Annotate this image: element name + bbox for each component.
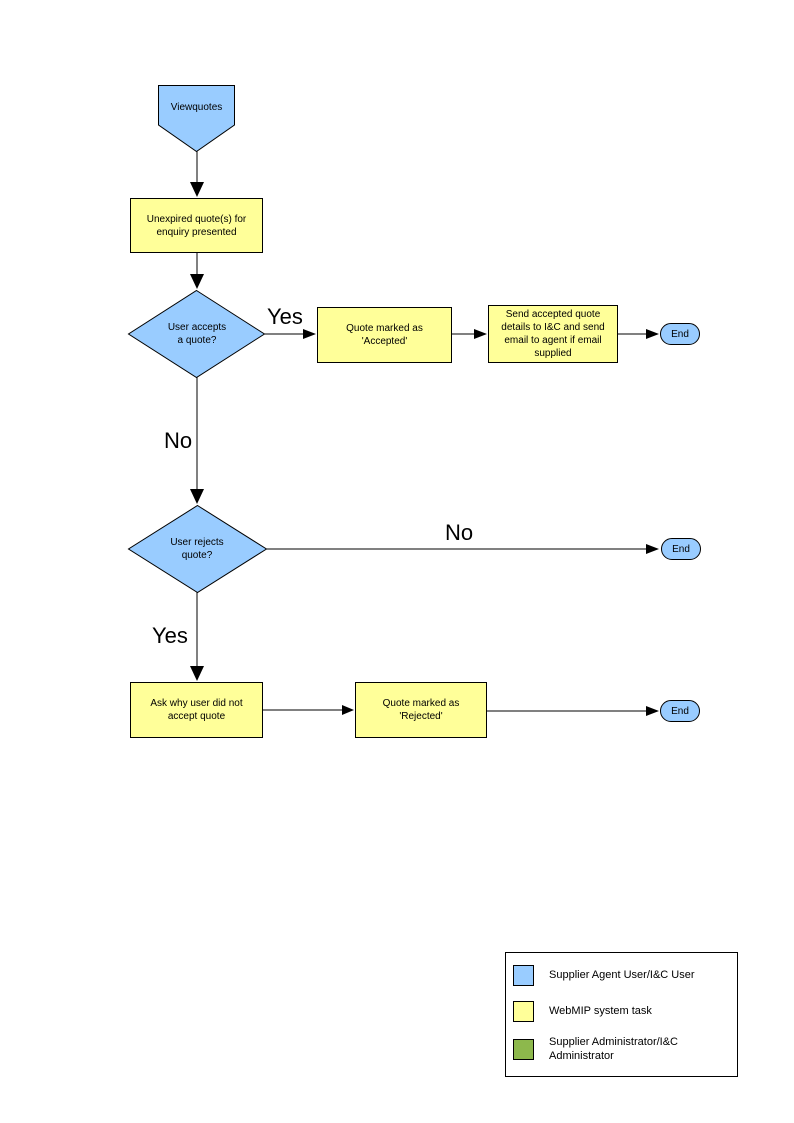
arrowhead-right-icon bbox=[646, 706, 659, 716]
task-present-quotes: Unexpired quote(s) for enquiry presented bbox=[130, 198, 263, 253]
legend-label-supplier-agent: Supplier Agent User/I&C User bbox=[549, 968, 695, 981]
decision-reject-label: User rejects quote? bbox=[170, 537, 224, 561]
edge-label-reject-no: No bbox=[445, 520, 474, 545]
arrowhead-right-icon bbox=[342, 705, 354, 715]
legend-swatch-green bbox=[513, 1039, 534, 1061]
task-send-details: Send accepted quote details to I&C and s… bbox=[488, 305, 618, 363]
legend-item-supplier-agent: Supplier Agent User/I&C User bbox=[513, 965, 737, 986]
end-node-rejected: End bbox=[660, 700, 700, 722]
edge-label-reject-yes: Yes bbox=[152, 623, 188, 648]
edge-label-accept-yes: Yes bbox=[267, 304, 303, 329]
arrowhead-right-icon bbox=[303, 329, 316, 339]
end-node-no-reject: End bbox=[661, 538, 701, 560]
legend-box: Supplier Agent User/I&C User WebMIP syst… bbox=[505, 952, 738, 1077]
arrowhead-right-icon bbox=[646, 544, 659, 554]
legend-item-webmip-task: WebMIP system task bbox=[513, 1001, 737, 1022]
arrowhead-down-icon bbox=[190, 666, 204, 681]
arrowhead-down-icon bbox=[190, 489, 204, 504]
arrowhead-down-icon bbox=[190, 274, 204, 289]
task-mark-rejected: Quote marked as 'Rejected' bbox=[355, 682, 487, 738]
start-node-label: Viewquotes bbox=[170, 101, 223, 113]
end-node-accepted: End bbox=[660, 323, 700, 345]
decision-accept-label: User accepts a quote? bbox=[167, 322, 227, 346]
edge-label-accept-no: No bbox=[164, 428, 193, 453]
arrowhead-right-icon bbox=[474, 329, 487, 339]
arrowhead-right-icon bbox=[646, 329, 659, 339]
legend-swatch-yellow bbox=[513, 1001, 534, 1022]
task-ask-why: Ask why user did not accept quote bbox=[130, 682, 263, 738]
legend-label-supplier-admin: Supplier Administrator/I&C Administrator bbox=[549, 1036, 678, 1062]
legend-item-supplier-admin: Supplier Administrator/I&C Administrator bbox=[513, 1036, 737, 1064]
legend-label-webmip-task: WebMIP system task bbox=[549, 1004, 652, 1017]
task-mark-accepted: Quote marked as 'Accepted' bbox=[317, 307, 452, 363]
start-pentagon-shape bbox=[158, 85, 235, 153]
legend-swatch-blue bbox=[513, 965, 534, 986]
arrowhead-down-icon bbox=[190, 182, 204, 197]
